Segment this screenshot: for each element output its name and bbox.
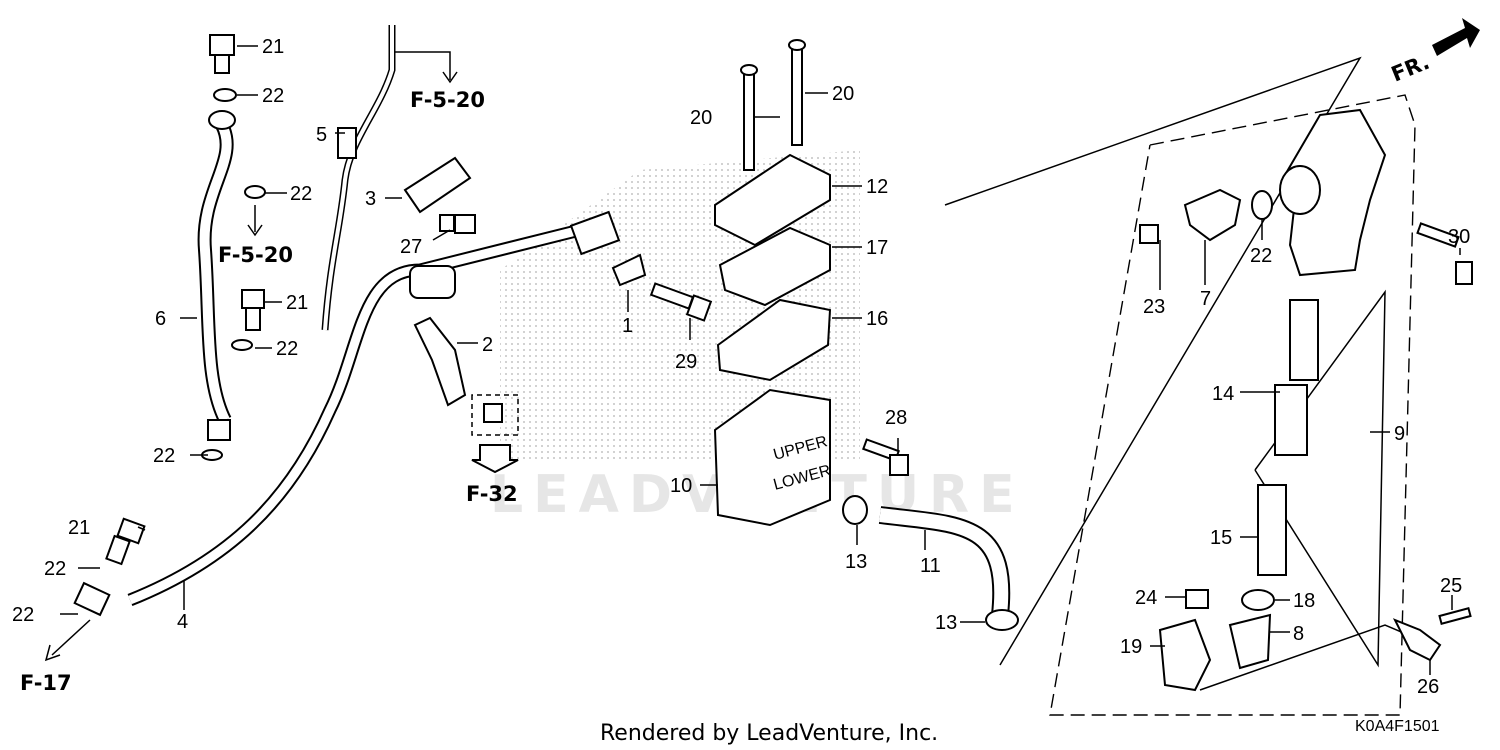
piston-kit xyxy=(1158,299,1442,692)
assembly-frame xyxy=(944,56,1421,716)
part-label-23: 22 xyxy=(1250,245,1272,267)
part-label-21b: 21 xyxy=(286,292,308,314)
ref-f-5-20-top: F-5-20 xyxy=(410,88,485,112)
leader-lines xyxy=(60,45,1461,675)
part-label-27: 26 xyxy=(1417,676,1439,698)
part-label-20b: 20 xyxy=(832,83,854,105)
part-label-15: 15 xyxy=(1210,527,1232,549)
hose-11 xyxy=(842,495,1019,631)
part-label-22c: 22 xyxy=(276,338,298,360)
part-label-20a: 20 xyxy=(690,107,712,129)
part-label-21c: 21 xyxy=(68,517,90,539)
part-label-16: 16 xyxy=(866,308,888,330)
brackets xyxy=(403,156,647,407)
part-label-19: 19 xyxy=(1120,636,1142,658)
front-arrow xyxy=(1432,18,1480,56)
part-label-29: 28 xyxy=(885,407,907,429)
part-label-31: 30 xyxy=(1448,226,1470,248)
part-label-17: 17 xyxy=(866,237,888,259)
part-label-26: 25 xyxy=(1440,575,1462,597)
part-label-7: 7 xyxy=(1200,288,1211,310)
part-label-3: 3 xyxy=(365,188,376,210)
part-label-13: 13 xyxy=(845,551,867,573)
part-label-21a: 21 xyxy=(262,36,284,58)
drawing-code: K0A4F1501 xyxy=(1355,718,1440,735)
ref-f-5-20-left: F-5-20 xyxy=(218,243,293,267)
ref-f-17: F-17 xyxy=(20,671,72,695)
part-numbers: 1 2 3 4 5 6 7 8 9 10 11 12 13 13 14 15 1… xyxy=(12,36,1470,698)
part-label-6: 6 xyxy=(155,308,166,330)
ref-f-32: F-32 xyxy=(466,482,518,506)
hose-6 xyxy=(197,110,236,441)
part-label-13b: 13 xyxy=(935,612,957,634)
reference-arrows xyxy=(44,51,519,662)
part-label-22e: 22 xyxy=(44,558,66,580)
master-cylinder xyxy=(1183,108,1387,277)
brake-hose-4 xyxy=(73,210,621,617)
part-label-4: 4 xyxy=(177,611,188,633)
reservoir-parts: UPPER LOWER xyxy=(713,153,833,527)
part-label-10: 10 xyxy=(670,475,692,497)
part-label-5: 5 xyxy=(316,124,327,146)
part-label-12: 12 xyxy=(866,176,888,198)
part-label-9: 9 xyxy=(1394,423,1405,445)
part-label-2: 2 xyxy=(482,334,493,356)
part-label-22d: 22 xyxy=(153,445,175,467)
hose-5 xyxy=(321,25,396,331)
part-label-30: 29 xyxy=(675,351,697,373)
part-label-24: 23 xyxy=(1143,296,1165,318)
part-label-11: 11 xyxy=(920,555,941,577)
part-label-28: 27 xyxy=(400,236,422,258)
part-label-1: 1 xyxy=(622,315,633,337)
footer-credit: Rendered by LeadVenture, Inc. xyxy=(600,721,938,746)
front-label: FR. xyxy=(1388,50,1433,87)
part-label-25: 24 xyxy=(1135,587,1157,609)
part-label-14: 14 xyxy=(1212,383,1234,405)
bolts xyxy=(105,34,1473,625)
part-label-8: 8 xyxy=(1293,623,1304,645)
part-label-22a: 22 xyxy=(262,85,284,107)
part-label-18: 18 xyxy=(1293,590,1315,612)
part-label-22f: 22 xyxy=(12,604,34,626)
screws-20 xyxy=(740,39,806,171)
part-label-22b: 22 xyxy=(290,183,312,205)
